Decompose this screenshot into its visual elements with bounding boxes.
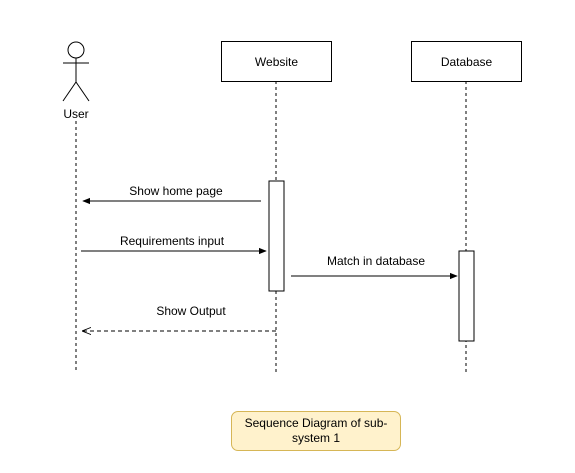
user-actor-icon bbox=[62, 41, 90, 102]
user-actor-label: User bbox=[63, 107, 89, 121]
website-activation-bar bbox=[268, 180, 285, 292]
message-label-show-home-page: Show home page bbox=[129, 184, 223, 198]
message-label-match-in-database: Match in database bbox=[326, 254, 426, 268]
website-participant-box: Website bbox=[221, 41, 332, 82]
message-label-requirements-input: Requirements input bbox=[119, 234, 225, 248]
database-participant-box: Database bbox=[411, 41, 522, 82]
diagram-caption-note: Sequence Diagram of sub-system 1 bbox=[231, 411, 401, 451]
message-label-show-output: Show Output bbox=[156, 304, 226, 318]
database-activation-bar bbox=[458, 250, 475, 342]
